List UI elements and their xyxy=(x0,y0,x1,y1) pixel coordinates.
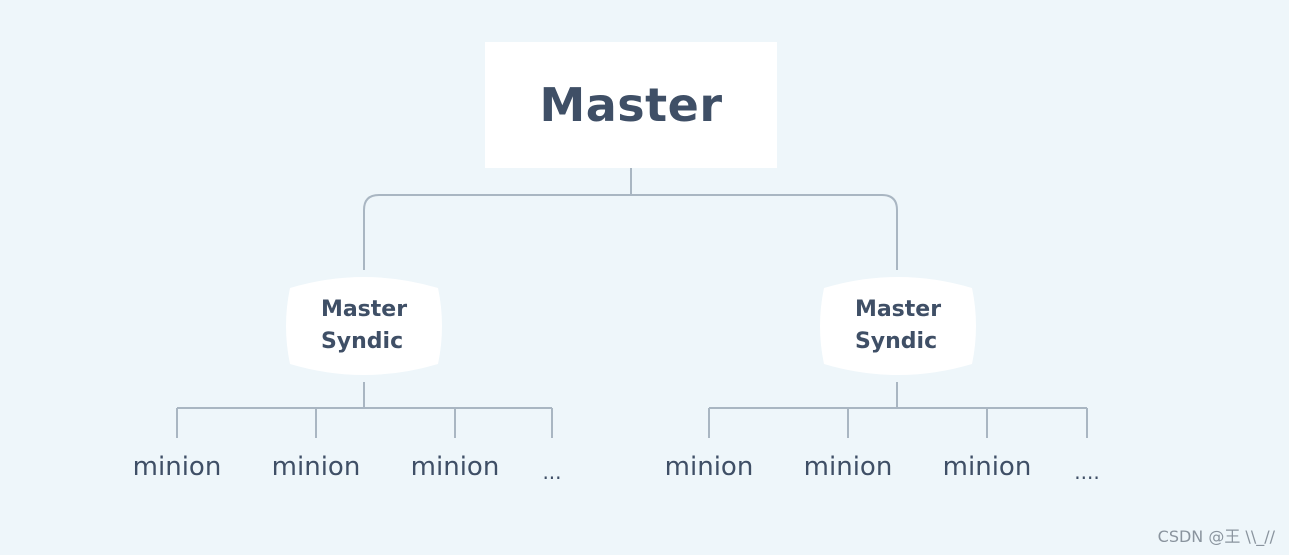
minion-label-left-1: minion xyxy=(132,452,222,482)
root-branch xyxy=(363,194,898,270)
syndic-label-right: Master Syndic xyxy=(854,297,942,354)
minion-label-left-2: minion xyxy=(271,452,361,482)
more-label-left: ... xyxy=(542,460,562,484)
syndic-node-right: Master Syndic xyxy=(818,270,978,382)
more-label-right: .... xyxy=(1074,460,1100,484)
watermark: CSDN @王 \\_// xyxy=(1157,527,1275,546)
minion-label-right-2: minion xyxy=(803,452,893,482)
minion-label-right-3: minion xyxy=(942,452,1032,482)
master-label: Master xyxy=(539,78,723,132)
minion-label-right-1: minion xyxy=(664,452,754,482)
syndic-node-left: Master Syndic xyxy=(284,270,444,382)
minion-label-left-3: minion xyxy=(410,452,500,482)
master-node: Master xyxy=(485,42,777,168)
syndic-label-left: Master Syndic xyxy=(320,297,408,354)
